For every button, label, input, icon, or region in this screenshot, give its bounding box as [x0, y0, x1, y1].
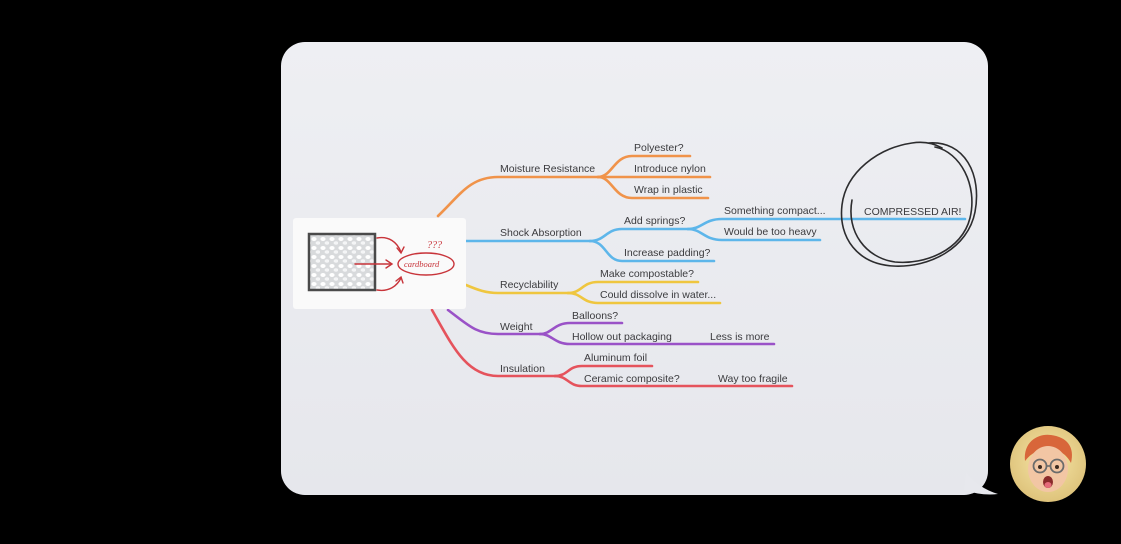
sketch-question-marks: ??? [427, 240, 442, 251]
connector-dissolve [566, 291, 722, 305]
branch-recyclability: Recyclability [500, 279, 559, 291]
node-dissolve-water: Could dissolve in water... [600, 289, 716, 301]
connector-springs [588, 227, 690, 243]
node-ceramic-composite: Ceramic composite? [584, 373, 680, 385]
branch-shock-absorption: Shock Absorption [500, 227, 582, 239]
branch-weight: Weight [500, 321, 533, 333]
node-add-springs: Add springs? [624, 215, 685, 227]
callout-compressed-air: COMPRESSED AIR! [864, 206, 961, 218]
node-wrap-in-plastic: Wrap in plastic [634, 184, 703, 196]
node-aluminum-foil: Aluminum foil [584, 352, 647, 364]
sketch-cardboard-label: cardboard [404, 259, 440, 269]
connector-moisture [436, 175, 600, 218]
branch-insulation: Insulation [500, 363, 545, 375]
connector-plastic [596, 175, 710, 200]
node-polyester: Polyester? [634, 142, 684, 154]
bubble-tail [964, 472, 998, 495]
node-increase-padding: Increase padding? [624, 247, 711, 259]
sketch-arrows [354, 236, 455, 292]
node-hollow-packaging: Hollow out packaging [572, 331, 672, 343]
branch-moisture-resistance: Moisture Resistance [500, 163, 595, 175]
node-make-compostable: Make compostable? [600, 268, 694, 280]
node-balloons: Balloons? [572, 310, 618, 322]
node-less-is-more: Less is more [710, 331, 770, 343]
connector-heavy [686, 227, 822, 242]
connector-weight [446, 308, 542, 336]
connector-insulation [430, 308, 557, 378]
connector-recycle [464, 283, 570, 295]
node-way-too-fragile: Way too fragile [718, 373, 788, 385]
sketch-thumbnail: cardboard ??? [293, 218, 466, 309]
node-too-heavy: Would be too heavy [724, 226, 817, 238]
node-introduce-nylon: Introduce nylon [634, 163, 706, 175]
memoji-avatar [1010, 426, 1086, 502]
hand-drawn-circle [840, 141, 978, 267]
node-something-compact: Something compact... [724, 205, 826, 217]
connector-ceramic [553, 374, 794, 388]
cardboard-circle [397, 252, 455, 276]
packing-peanuts-box [307, 232, 377, 292]
connector-hollow [538, 332, 776, 346]
connector-padding [588, 239, 716, 263]
